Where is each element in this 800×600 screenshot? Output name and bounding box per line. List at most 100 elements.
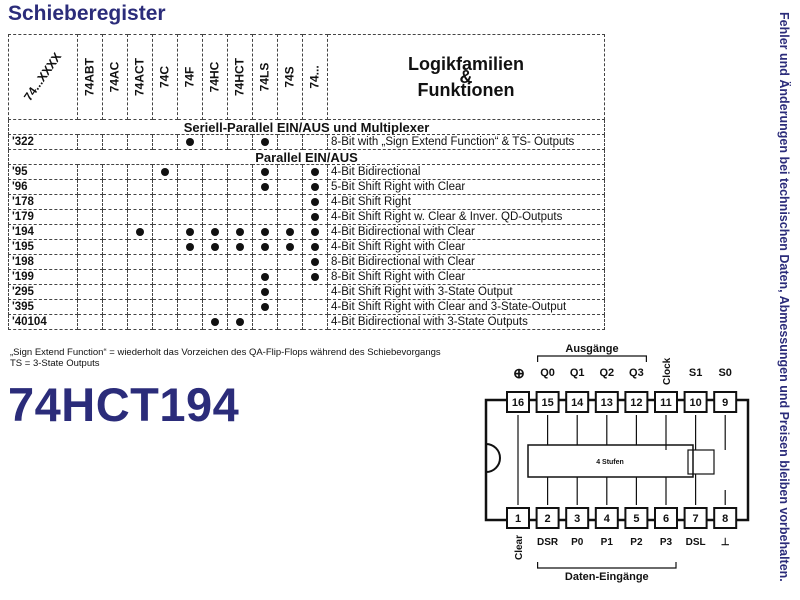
family-label: 74...: [307, 65, 322, 89]
pin-box: [654, 507, 678, 529]
family-availability-cell: [227, 254, 253, 270]
side-disclaimer: Fehler und Änderungen bei technischen Da…: [772, 12, 796, 594]
family-availability-cell: [202, 239, 228, 255]
family-availability-cell: [277, 314, 303, 330]
availability-dot: [311, 167, 319, 176]
family-availability-cell: [252, 284, 278, 300]
pin-number-bottom: 7: [693, 513, 699, 525]
family-availability-cell: [227, 314, 253, 330]
family-availability-cell: [127, 209, 153, 225]
family-availability-cell: [302, 179, 328, 195]
family-availability-cell: [277, 254, 303, 270]
function-cell: 4-Bit Bidirectional with Clear: [327, 224, 605, 240]
column-header-family: 74C: [152, 34, 178, 120]
family-availability-cell: [77, 254, 103, 270]
family-availability-cell: [127, 284, 153, 300]
family-availability-cell: [202, 179, 228, 195]
family-availability-cell: [152, 224, 178, 240]
family-availability-cell: [302, 284, 328, 300]
family-availability-cell: [77, 314, 103, 330]
family-label: 74AC: [107, 61, 122, 93]
family-availability-cell: [152, 284, 178, 300]
pin-number-bottom: 8: [722, 513, 728, 525]
pin-label-bottom: P3: [660, 537, 673, 548]
function-cell: 4-Bit Bidirectional with 3-State Outputs: [327, 314, 605, 330]
family-availability-cell: [102, 299, 128, 315]
family-availability-cell: [102, 254, 128, 270]
family-availability-cell: [227, 164, 253, 180]
pin-number-top: 13: [601, 397, 613, 409]
column-header-functions: Logikfamilien&Funktionen: [327, 34, 605, 120]
family-availability-cell: [177, 254, 203, 270]
family-availability-cell: [127, 194, 153, 210]
pin-box: [713, 507, 738, 529]
family-availability-cell: [102, 224, 128, 240]
availability-dot: [311, 182, 319, 191]
availability-dot: [261, 182, 269, 191]
pin-box: [565, 391, 590, 413]
family-availability-cell: [177, 194, 203, 210]
section-row: Parallel EIN/AUS: [8, 149, 605, 165]
part-code-cell: '195: [8, 239, 78, 255]
family-availability-cell: [152, 194, 178, 210]
family-availability-cell: [77, 299, 103, 315]
pin-number-top: 12: [630, 397, 642, 409]
family-availability-cell: [177, 179, 203, 195]
function-cell: 4-Bit Shift Right w. Clear & Inver. QD-O…: [327, 209, 605, 225]
pin-number-bottom: 1: [515, 513, 521, 525]
pin-box: [594, 391, 619, 413]
function-cell: 4-Bit Shift Right: [327, 194, 605, 210]
family-availability-cell: [302, 164, 328, 180]
pin-label-top: Q0: [540, 367, 555, 379]
family-availability-cell: [202, 284, 228, 300]
pin-box: [624, 391, 649, 413]
family-availability-cell: [177, 134, 203, 150]
family-availability-cell: [227, 224, 253, 240]
part-code-cell: '96: [8, 179, 78, 195]
family-label: 74S: [282, 66, 297, 88]
family-availability-cell: [177, 314, 203, 330]
family-availability-cell: [77, 164, 103, 180]
family-availability-cell: [127, 224, 153, 240]
function-cell: 4-Bit Shift Right with Clear: [327, 239, 605, 255]
family-availability-cell: [302, 299, 328, 315]
section-title: Seriell-Parallel EIN/AUS und Multiplexer: [8, 119, 605, 135]
family-availability-cell: [202, 164, 228, 180]
availability-dot: [311, 257, 319, 266]
family-availability-cell: [252, 239, 278, 255]
part-code-cell: '178: [8, 194, 78, 210]
family-availability-cell: [302, 209, 328, 225]
family-availability-cell: [102, 179, 128, 195]
family-availability-cell: [252, 224, 278, 240]
availability-dot: [261, 302, 269, 311]
header-functions-line: &: [459, 66, 473, 87]
family-availability-cell: [127, 239, 153, 255]
family-availability-cell: [302, 239, 328, 255]
family-availability-cell: [252, 164, 278, 180]
family-availability-cell: [177, 299, 203, 315]
family-availability-cell: [202, 224, 228, 240]
family-availability-cell: [227, 239, 253, 255]
pin-label-top: Q3: [629, 367, 644, 379]
column-header-family: 74LS: [252, 34, 278, 120]
family-availability-cell: [127, 299, 153, 315]
family-availability-cell: [252, 269, 278, 285]
footnote-sign-extend: „Sign Extend Function“ = wiederholt das …: [10, 347, 441, 358]
function-cell: 8-Bit Shift Right with Clear: [327, 269, 605, 285]
family-availability-cell: [127, 134, 153, 150]
column-header-family: 74HC: [202, 34, 228, 120]
family-availability-cell: [152, 179, 178, 195]
pin-number-top: 15: [541, 397, 553, 409]
inputs-group-label: Daten-Eingänge: [565, 571, 649, 583]
pin-label-bottom: ⊥: [721, 537, 730, 548]
family-availability-cell: [277, 284, 303, 300]
header-functions-line: Funktionen: [417, 79, 515, 100]
footnote-ts: TS = 3-State Outputs: [10, 358, 100, 369]
part-code-cell: '199: [8, 269, 78, 285]
part-code-cell: '194: [8, 224, 78, 240]
